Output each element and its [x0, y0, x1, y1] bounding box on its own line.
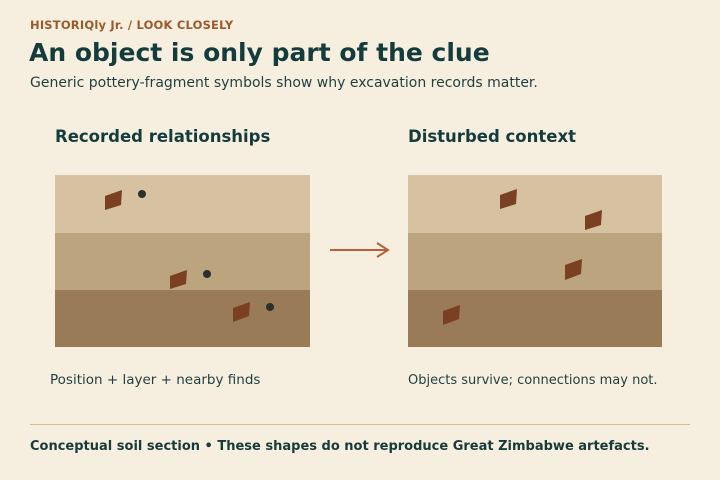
nearby-find-dot-icon [266, 303, 274, 311]
pottery-fragment-icon [170, 270, 187, 289]
pottery-fragment-icon [585, 210, 602, 230]
pottery-fragment-icon [443, 305, 460, 325]
disturbed-soil-section [408, 175, 662, 347]
arrow-right-icon [330, 242, 390, 258]
soil-layer-top [55, 175, 310, 233]
soil-layer-bottom [55, 290, 310, 347]
footer-note: Conceptual soil section • These shapes d… [30, 439, 650, 454]
page-title: An object is only part of the clue [29, 38, 490, 67]
nearby-find-dot-icon [203, 270, 211, 278]
soil-layer-top [408, 175, 662, 233]
nearby-find-dot-icon [138, 190, 146, 198]
series-kicker: HISTORIQly Jr. / LOOK CLOSELY [30, 18, 234, 32]
soil-layer-middle [408, 233, 662, 290]
recorded-soil-section [55, 175, 310, 347]
disturbed-panel-heading: Disturbed context [408, 127, 576, 146]
pottery-fragment-icon [500, 189, 517, 209]
disturbed-panel-caption: Objects survive; connections may not. [408, 373, 658, 388]
page-subtitle: Generic pottery-fragment symbols show wh… [30, 75, 538, 91]
pottery-fragment-icon [233, 302, 250, 322]
footer-divider [30, 424, 690, 425]
recorded-panel-heading: Recorded relationships [55, 127, 271, 146]
recorded-panel-caption: Position + layer + nearby finds [50, 372, 261, 388]
pottery-fragment-icon [565, 259, 582, 280]
pottery-fragment-icon [105, 190, 122, 210]
